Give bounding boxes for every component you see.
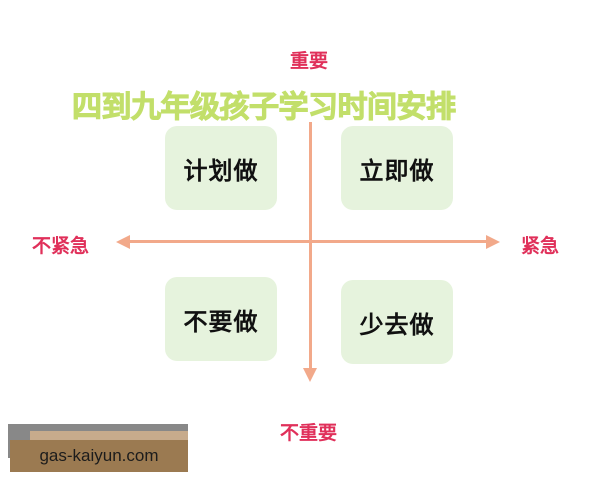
quadrant-plan-label: 计划做	[183, 156, 259, 185]
quadrant-do-now-label: 立即做	[359, 156, 435, 185]
watermark-text: gas-kaiyun.com	[39, 446, 159, 465]
axis-label-not-important: 不重要	[280, 422, 338, 444]
axis-label-important: 重要	[290, 50, 329, 72]
axis-label-urgent: 紧急	[521, 235, 560, 257]
watermark-highlight	[30, 431, 188, 441]
quadrant-do-now: 立即做	[341, 126, 453, 210]
axis-label-not-urgent: 不紧急	[32, 235, 90, 257]
watermark: gas-kaiyun.com	[10, 440, 188, 472]
quadrant-do-less: 少去做	[341, 280, 453, 364]
quadrant-dont-do-label: 不要做	[183, 307, 259, 336]
arrow-right-icon	[486, 234, 500, 249]
arrow-left-icon	[116, 234, 130, 249]
horizontal-axis-line	[128, 240, 488, 243]
quadrant-do-less-label: 少去做	[359, 310, 435, 339]
diagram-title: 四到九年级孩子学习时间安排	[72, 90, 457, 126]
vertical-axis-line	[309, 122, 312, 372]
arrow-down-icon	[303, 368, 317, 382]
quadrant-dont-do: 不要做	[165, 277, 277, 361]
quadrant-plan: 计划做	[165, 126, 277, 210]
